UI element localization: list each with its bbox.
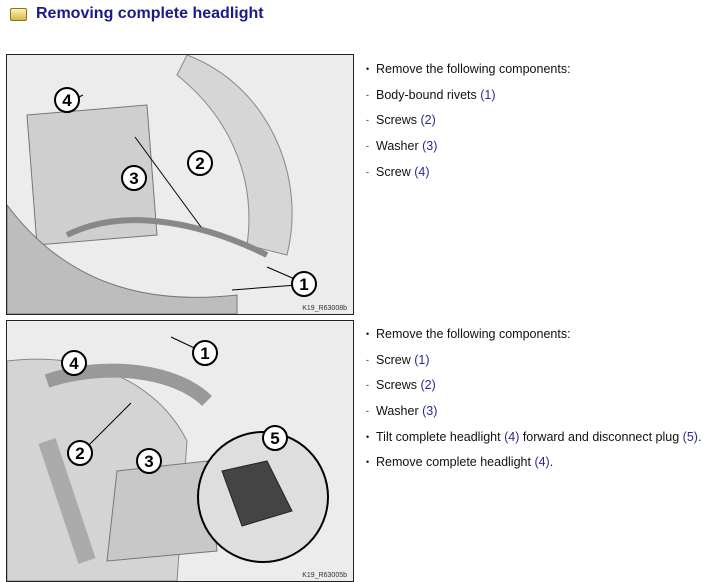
step: -Screw (1) — [366, 352, 430, 367]
callout-4: 4 — [54, 87, 80, 113]
svg-text:1: 1 — [299, 275, 308, 294]
svg-text:4: 4 — [62, 91, 72, 110]
step: -Screws (2) — [366, 378, 436, 393]
callout-2: 2 — [67, 440, 93, 466]
step: -Screw (4) — [366, 164, 430, 179]
step-list-1: •Remove the following components: -Body-… — [366, 61, 571, 189]
step: •Remove complete headlight (4). — [366, 455, 554, 470]
callout-3: 3 — [136, 448, 162, 474]
page-title: Removing complete headlight — [36, 5, 264, 22]
callout-3: 3 — [121, 165, 147, 191]
folder-icon — [10, 7, 27, 21]
step: -Screws (2) — [366, 113, 436, 128]
callout-1: 1 — [291, 271, 317, 297]
step: •Remove the following components: — [366, 327, 571, 341]
figure-caption: K19_R63008b — [302, 305, 347, 312]
callout-5: 5 — [262, 425, 288, 451]
svg-text:3: 3 — [144, 452, 153, 471]
svg-text:2: 2 — [75, 444, 84, 463]
svg-text:4: 4 — [69, 354, 79, 373]
svg-text:3: 3 — [129, 169, 138, 188]
step: -Washer (3) — [366, 404, 438, 419]
svg-text:5: 5 — [270, 429, 279, 448]
figure-2: 1 4 2 3 5 K19_R63005b — [6, 320, 354, 582]
figure-1: 4 2 3 1 K19_R63008b — [6, 54, 354, 315]
step-list-2: •Remove the following components: -Screw… — [366, 326, 701, 480]
step: -Washer (3) — [366, 139, 438, 154]
headlight-illustration-2: 1 4 2 3 5 — [7, 321, 353, 581]
svg-text:2: 2 — [195, 154, 204, 173]
svg-text:1: 1 — [200, 344, 209, 363]
figure-caption: K19_R63005b — [302, 572, 347, 579]
callout-1: 1 — [192, 340, 218, 366]
step: •Remove the following components: — [366, 62, 571, 76]
page-title-row: Removing complete headlight — [10, 5, 264, 23]
step: -Body-bound rivets (1) — [366, 87, 496, 102]
callout-4: 4 — [61, 350, 87, 376]
step: •Tilt complete headlight (4) forward and… — [366, 429, 702, 444]
callout-2: 2 — [187, 150, 213, 176]
headlight-illustration-1: 4 2 3 1 — [7, 55, 353, 314]
